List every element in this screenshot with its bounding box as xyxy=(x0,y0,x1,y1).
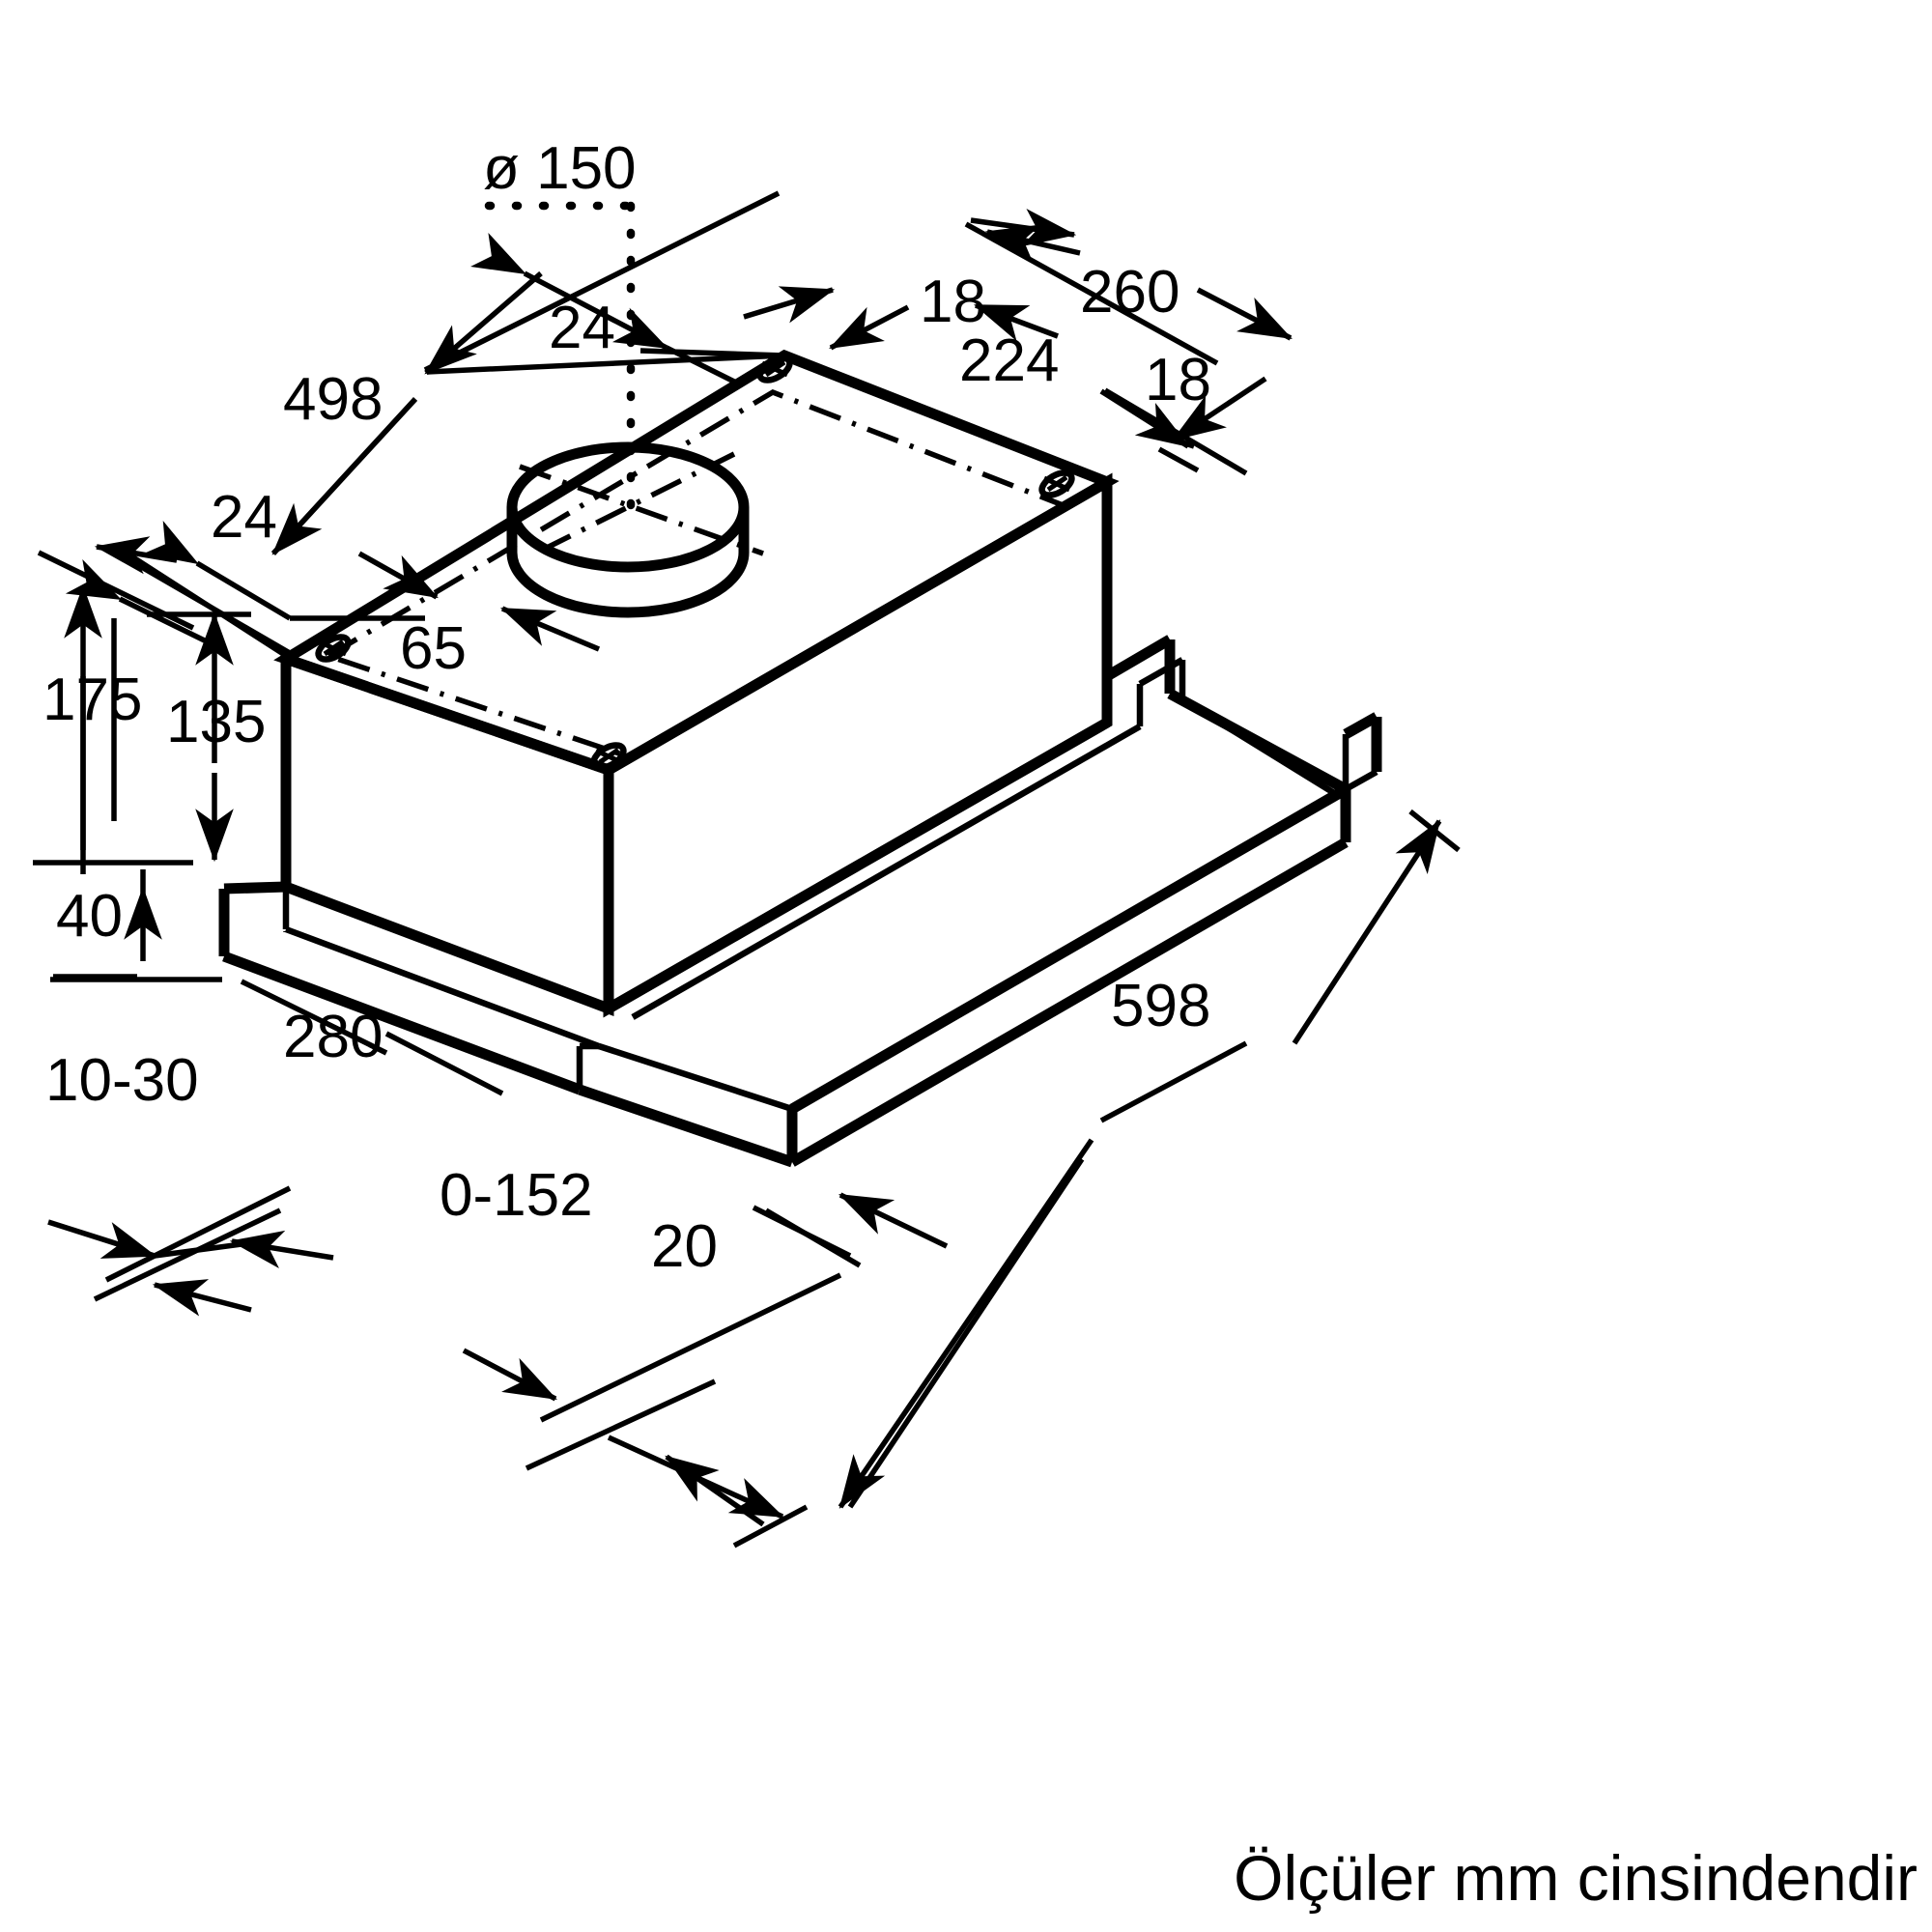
dimline-0-152 xyxy=(462,1272,842,1527)
label-width-598: 598 xyxy=(1111,973,1210,1039)
label-offset-24-top: 24 xyxy=(549,295,615,361)
label-travel-0-152: 0-152 xyxy=(440,1162,593,1229)
label-mount-260: 260 xyxy=(1080,259,1179,326)
hood-body-group xyxy=(218,349,1382,1168)
label-height-175: 175 xyxy=(43,667,142,733)
label-width-224: 224 xyxy=(959,327,1059,394)
label-depth-498: 498 xyxy=(283,366,383,433)
leader-diameter-150 xyxy=(484,201,636,517)
mounting-shelf-left xyxy=(218,881,601,1095)
dimline-10-30 xyxy=(47,1185,292,1317)
dimline-65 xyxy=(357,551,601,652)
slider-upper-rail xyxy=(606,635,1349,1020)
dimline-135 xyxy=(65,558,251,863)
dimline-40 xyxy=(50,869,222,982)
dimline-280 xyxy=(154,979,504,1268)
label-offset-24-left: 24 xyxy=(211,484,277,551)
dimline-20 xyxy=(732,1192,949,1548)
telescopic-slider xyxy=(789,712,1382,1167)
label-diameter-150: ø 150 xyxy=(483,135,637,202)
label-panel-40: 40 xyxy=(56,883,123,950)
motor-box-left-face xyxy=(280,651,614,1016)
label-gap-10-30: 10-30 xyxy=(45,1047,199,1114)
label-flange-18-upper: 18 xyxy=(920,269,986,335)
dimline-24-left xyxy=(94,521,425,621)
units-caption: Ölçüler mm cinsindendir xyxy=(1234,1842,1918,1914)
label-height-135: 135 xyxy=(166,689,266,755)
dimline-24-top xyxy=(470,232,785,384)
label-duct-65: 65 xyxy=(400,615,467,682)
dimension-lines-group xyxy=(33,190,1461,1548)
label-thickness-20: 20 xyxy=(651,1213,718,1280)
dimension-labels-group: ø 150 498 24 24 65 18 224 260 18 175 135… xyxy=(43,135,1211,1280)
dimline-cluster-right xyxy=(743,209,1293,476)
front-bottom-panel xyxy=(578,1042,798,1168)
label-panel-280: 280 xyxy=(283,1004,383,1070)
dimline-598 xyxy=(838,809,1461,1509)
label-flange-18-lower: 18 xyxy=(1145,347,1211,413)
motor-box-top-face xyxy=(273,349,1120,777)
duct-collar xyxy=(506,441,764,618)
hidden-edge-dashdot xyxy=(221,869,289,956)
